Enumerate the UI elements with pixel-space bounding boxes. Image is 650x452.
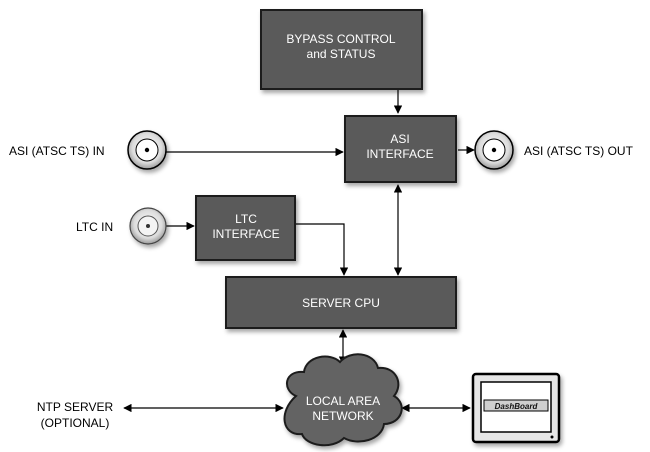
connectors <box>123 89 475 413</box>
ltc-label-line1: LTC <box>235 212 257 226</box>
ltc-interface-block: LTC INTERFACE <box>195 195 296 261</box>
asi-interface-block: ASI INTERFACE <box>344 115 457 183</box>
asi-out-bnc-connector-icon <box>474 130 514 170</box>
ltc-in-label: LTC IN <box>76 220 113 234</box>
network-label-line2: NETWORK <box>312 409 373 423</box>
ltc-label-line2: INTERFACE <box>212 227 279 241</box>
dashboard-monitor-icon: DashBoard <box>471 372 561 444</box>
ltc-in-bnc-connector-icon <box>129 207 167 245</box>
network-label-line1: LOCAL AREA <box>306 394 380 408</box>
dashboard-logo-text: DashBoard <box>495 402 539 411</box>
local-area-network-cloud: LOCAL AREA NETWORK <box>283 353 403 447</box>
asi-in-label: ASI (ATSC TS) IN <box>9 144 105 158</box>
bypass-label-line2: and STATUS <box>307 47 376 61</box>
asi-out-label: ASI (ATSC TS) OUT <box>524 144 634 158</box>
arrow-ltc-to-cpu <box>296 223 349 276</box>
server-cpu-block: SERVER CPU <box>225 276 457 329</box>
asi-label-line1: ASI <box>390 132 409 146</box>
bypass-label-line1: BYPASS CONTROL <box>286 32 395 46</box>
bypass-control-block: BYPASS CONTROL and STATUS <box>260 9 423 90</box>
cpu-label: SERVER CPU <box>302 296 380 310</box>
asi-label-line2: INTERFACE <box>366 147 433 161</box>
ntp-optional-label: (OPTIONAL) <box>41 416 110 430</box>
asi-in-bnc-connector-icon <box>127 130 167 170</box>
ntp-server-label: NTP SERVER <box>37 400 114 414</box>
